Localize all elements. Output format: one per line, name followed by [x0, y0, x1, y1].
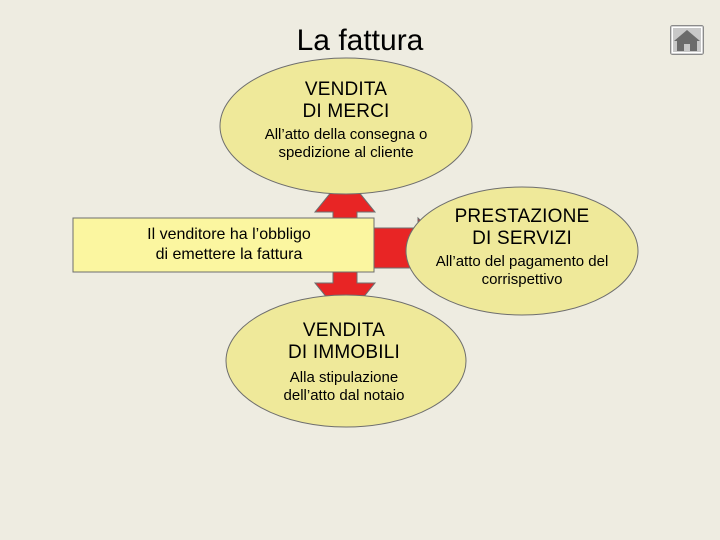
vendita-immobili-text: VENDITA DI IMMOBILI Alla stipulazione de…	[234, 320, 454, 405]
vendita-merci-sub-line-1: All’atto della consegna o	[264, 126, 428, 143]
vendita-immobili-title: VENDITA DI IMMOBILI	[234, 320, 454, 364]
vendita-immobili-sub-line-2: dell’atto dal notaio	[283, 387, 405, 404]
home-icon	[670, 25, 704, 55]
ellipse-prestazione-servizi	[405, 186, 639, 316]
obligation-box	[72, 217, 375, 273]
prestazione-servizi-sub-line-1: All’atto del pagamento del	[435, 253, 609, 270]
vendita-immobili-subtitle: Alla stipulazione dell’atto dal notaio	[234, 369, 454, 405]
vendita-immobili-sub-line-1: Alla stipulazione	[289, 369, 399, 386]
prestazione-servizi-title-line-2: DI SERVIZI	[472, 228, 572, 249]
vendita-merci-title: VENDITA DI MERCI	[226, 79, 466, 123]
vendita-merci-sub-line-2: spedizione al cliente	[278, 144, 414, 161]
vendita-merci-title-line-2: DI MERCI	[302, 101, 390, 122]
page-title: La fattura	[296, 24, 424, 57]
vendita-immobili-title-line-1: VENDITA	[302, 320, 386, 341]
vendita-merci-title-line-1: VENDITA	[304, 79, 388, 100]
vendita-immobili-title-line-2: DI IMMOBILI	[288, 342, 400, 363]
ellipse-vendita-immobili	[225, 294, 467, 428]
prestazione-servizi-sub-line-2: corrispettivo	[481, 271, 563, 288]
obligation-line-1: Il venditore ha l’obbligo	[147, 226, 311, 243]
prestazione-servizi-title: PRESTAZIONE DI SERVIZI	[407, 206, 637, 250]
home-button[interactable]	[670, 25, 704, 55]
prestazione-servizi-text: PRESTAZIONE DI SERVIZI All’atto del paga…	[407, 206, 637, 289]
ellipse-vendita-merci	[219, 57, 473, 195]
prestazione-servizi-subtitle: All’atto del pagamento del corrispettivo	[407, 253, 637, 289]
vendita-merci-text: VENDITA DI MERCI All’atto della consegna…	[226, 79, 466, 162]
vendita-merci-subtitle: All’atto della consegna o spedizione al …	[226, 126, 466, 162]
obligation-line-2: di emettere la fattura	[155, 246, 303, 263]
obligation-text: Il venditore ha l’obbligo di emettere la…	[84, 225, 374, 265]
prestazione-servizi-title-line-1: PRESTAZIONE	[454, 206, 590, 227]
